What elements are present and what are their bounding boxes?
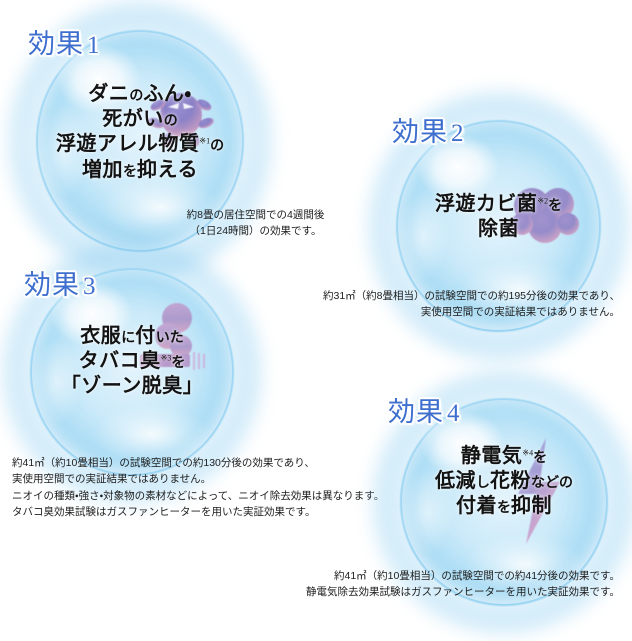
effect-3-bubble: 衣服に付いたタバコ臭※3を「ゾーン脱臭」 — [3, 240, 261, 504]
cigarette-icon — [140, 303, 206, 370]
effect-4-caption: 約41㎡（約10畳相当）の試験空間での約41分後の効果です。静電気除去効果試験は… — [306, 570, 620, 599]
mite-icon — [148, 93, 214, 147]
effect-1-caption: 約8畳の居住空間での4週間後（1日24時間）の効果です。 — [186, 209, 325, 238]
bubble-sphere — [36, 30, 244, 252]
lightning-bolt-icon — [518, 438, 560, 544]
effect-2-bubble: 浮遊カビ菌※2を除菌 — [369, 92, 628, 360]
bubble-sphere — [30, 268, 234, 476]
effect-4-headline: 静電気※4を低減し花粉などの付着を抑制 — [435, 445, 573, 518]
effect-4-bubble: 静電気※4を低減し花粉などの付着を抑制 — [372, 370, 632, 634]
effect-3-caption: 約41㎡（約10畳相当）の試験空間での約130分後の効果であり、実使用空間での実… — [12, 457, 385, 518]
effect-2-headline: 浮遊カビ菌※2を除菌 — [434, 193, 563, 241]
effect-2-caption: 約31㎡（約8畳相当）の試験空間での約195分後の効果であり、実使用空間での実証… — [322, 290, 620, 319]
effect-3-headline: 衣服に付いたタバコ臭※3を「ゾーン脱臭」 — [60, 325, 204, 398]
bubble-sphere — [400, 398, 608, 606]
mold-icon — [511, 188, 579, 243]
effect-1-bubble: ダニのふん・死がいの浮遊アレル物質※1の増加を抑える — [8, 1, 272, 281]
effect-1-headline: ダニのふん・死がいの浮遊アレル物質※1の増加を抑える — [55, 83, 225, 181]
